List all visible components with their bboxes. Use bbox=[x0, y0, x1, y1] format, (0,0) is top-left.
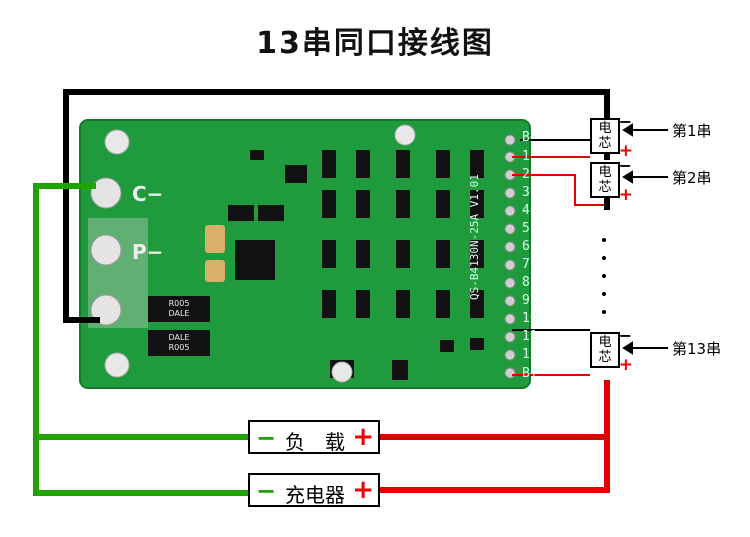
pin-b-plus-label: B+ bbox=[522, 366, 538, 381]
pin-label: 8 bbox=[522, 275, 530, 290]
ellipsis-dot bbox=[602, 310, 606, 314]
load-label: 负 载 bbox=[285, 430, 345, 454]
battery-cell-2: 电 芯 − + bbox=[590, 158, 633, 204]
charger-positive-wire bbox=[380, 437, 610, 493]
cell-text: 电 bbox=[598, 121, 612, 136]
pin-label: 10 bbox=[522, 311, 538, 326]
pad-c-minus-label: C− bbox=[132, 182, 164, 206]
load-minus-sign: − bbox=[256, 424, 277, 452]
ellipsis-dot bbox=[602, 238, 606, 242]
pin-label: 9 bbox=[522, 293, 530, 308]
cell-13-label: 第13串 bbox=[672, 340, 722, 358]
ellipsis-dot bbox=[602, 292, 606, 296]
cell-2-label: 第2串 bbox=[672, 169, 712, 187]
ground-wire bbox=[63, 89, 610, 323]
page-title: 13串同口接线图 bbox=[256, 26, 494, 61]
cell-plus-sign: + bbox=[618, 355, 633, 375]
balance-wire-2 bbox=[512, 174, 607, 206]
charger-negative-wire bbox=[33, 183, 248, 496]
ellipsis-dot bbox=[602, 274, 606, 278]
pin-b-minus-label: B− bbox=[522, 130, 538, 145]
cell-text: 电 bbox=[598, 165, 612, 180]
cell-minus-sign: − bbox=[618, 112, 632, 131]
pin-label: 5 bbox=[522, 221, 530, 236]
charger-minus-sign: − bbox=[256, 477, 277, 505]
cell-plus-sign: + bbox=[618, 185, 633, 205]
pin-label: 6 bbox=[522, 239, 530, 254]
pin-label: 1 bbox=[522, 149, 530, 164]
pin-label: 2 bbox=[522, 167, 530, 182]
cell-minus-sign: − bbox=[618, 326, 632, 345]
pin-label: 7 bbox=[522, 257, 530, 272]
cell-text: 芯 bbox=[598, 180, 612, 195]
cell-minus-sign: − bbox=[618, 156, 632, 175]
board-model-label: QS-B4130N-25A V1.01 bbox=[468, 174, 481, 300]
cell-plus-sign: + bbox=[618, 141, 633, 161]
pcb-board bbox=[79, 119, 531, 389]
ellipsis-dot bbox=[602, 256, 606, 260]
load-plus-sign: + bbox=[352, 422, 374, 452]
charger-box: − 充电器 + bbox=[248, 473, 380, 507]
battery-cell-1: 电 芯 − + bbox=[590, 114, 633, 160]
cell-1-label: 第1串 bbox=[672, 122, 712, 140]
pad-p-minus-label: P− bbox=[132, 240, 164, 264]
cell-text: 芯 bbox=[598, 136, 612, 151]
resistor-1-label: R005 DALE bbox=[168, 299, 190, 318]
pin-label: 3 bbox=[522, 185, 530, 200]
cell-text: 电 bbox=[598, 335, 612, 350]
pin-label: 11 bbox=[522, 329, 538, 344]
charger-plus-sign: + bbox=[352, 475, 374, 505]
cell-text: 芯 bbox=[598, 350, 612, 365]
charger-label: 充电器 bbox=[285, 483, 345, 507]
battery-cell-13: 电 芯 − + bbox=[590, 328, 633, 374]
pin-label: 12 bbox=[522, 347, 538, 362]
pin-label: 4 bbox=[522, 203, 530, 218]
load-box: − 负 载 + bbox=[248, 420, 380, 454]
resistor-2-label: DALE R005 bbox=[168, 333, 190, 352]
